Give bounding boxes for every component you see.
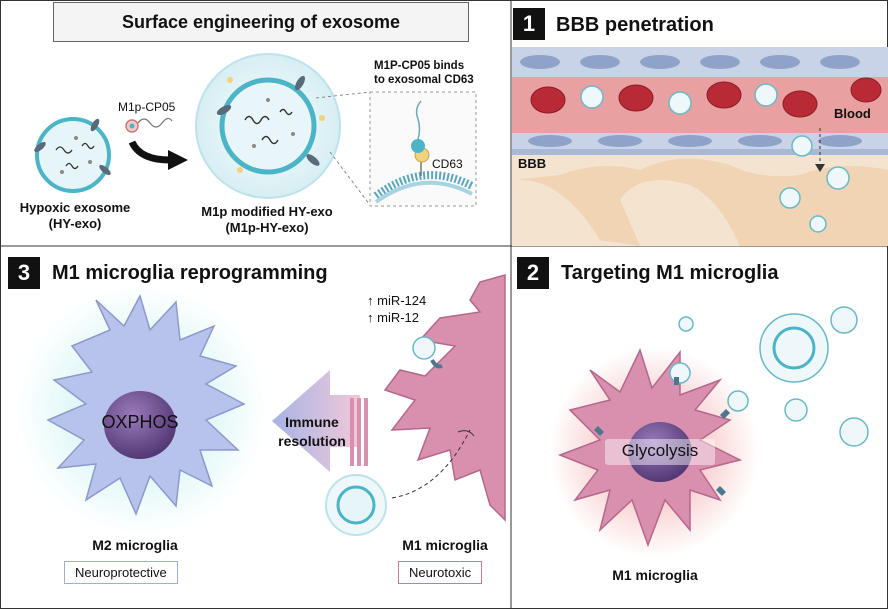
- section-title: Surface engineering of exosome: [53, 2, 469, 42]
- panel3-number-badge: 3: [8, 257, 40, 289]
- m1-caption: M1 microglia: [402, 537, 488, 553]
- panel2-title: Targeting M1 microglia: [561, 262, 779, 284]
- blood-label: Blood: [834, 106, 871, 121]
- bbb-label: BBB: [518, 156, 547, 171]
- peptide-label: M1p-CP05: [118, 100, 176, 114]
- arrow-label-1: Immune: [285, 414, 339, 430]
- hypoxic-exosome-label-1: Hypoxic exosome: [19, 200, 131, 215]
- panel2-number-badge: 2: [517, 257, 549, 289]
- bbb-scene: [512, 47, 888, 246]
- section-title-text: Surface engineering of exosome: [121, 11, 401, 32]
- hypoxic-exosome: [34, 117, 111, 193]
- mirna-label-2: ↑ miR-12: [367, 310, 420, 325]
- modified-exosome: [195, 53, 341, 199]
- modification-arrow: [128, 140, 171, 164]
- mirna-label-1: ↑ miR-124: [367, 293, 427, 308]
- oxphos-label: OXPHOS: [101, 412, 179, 432]
- glycolysis-label: Glycolysis: [621, 441, 699, 460]
- binding-note-line1: M1P-CP05 binds: [374, 60, 465, 72]
- arrow-label-2: resolution: [278, 433, 346, 449]
- panel1-number-badge: 1: [513, 8, 545, 40]
- m2-caption: M2 microglia: [92, 537, 178, 553]
- panel2-caption: M1 microglia: [612, 567, 698, 583]
- hypoxic-exosome-label-2: (HY-exo): [48, 216, 102, 231]
- modified-exosome-label-2: (M1p-HY-exo): [225, 220, 309, 235]
- neurotoxic-tag: Neurotoxic: [398, 561, 483, 584]
- neuroprotective-tag: Neuroprotective: [64, 561, 178, 584]
- panel1-number: 1: [522, 11, 536, 36]
- cd63-label: CD63: [432, 157, 463, 171]
- modified-exosome-label-1: M1p modified HY-exo: [201, 204, 333, 219]
- panel1-title: BBB penetration: [556, 14, 714, 36]
- binding-note-line2: to exosomal CD63: [374, 74, 474, 86]
- panel2-scene: [549, 306, 869, 557]
- panel3-scene: [17, 274, 506, 536]
- panel3-number: 3: [17, 260, 31, 285]
- panel2-number: 2: [526, 260, 540, 285]
- panel3-title: M1 microglia reprogramming: [52, 262, 328, 284]
- m1p-cp05-peptide: [125, 117, 173, 133]
